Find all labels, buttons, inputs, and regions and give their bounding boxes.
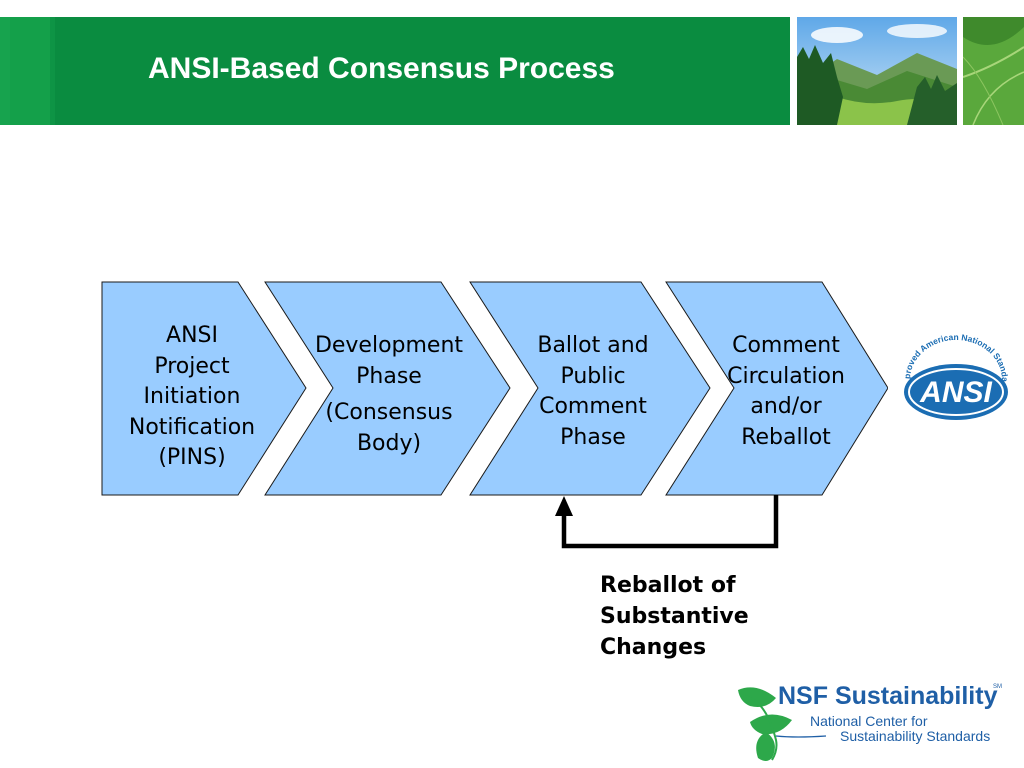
feedback-label: Reballot of Substantive Changes (600, 573, 749, 660)
step-2-label: Development Phase (Consensus Body) (295, 331, 483, 459)
step-3-shape (469, 281, 711, 496)
step-2-sublabel: (Consensus Body) (325, 400, 453, 456)
step-1-shape (101, 281, 307, 496)
nsf-subtitle-line-2: Sustainability Standards (840, 728, 991, 744)
ansi-logo: Approved American National Standard ANSI (888, 330, 1024, 422)
nsf-service-mark: SM (993, 684, 1002, 690)
header-accent-stripe (0, 17, 10, 125)
header-accent-stripe (10, 17, 50, 125)
header-accent-stripe (50, 17, 55, 125)
nsf-subtitle-line-1: National Center for (810, 713, 928, 729)
step-4-label: Comment Circulation and/or Reballot (727, 333, 845, 450)
slide-title: ANSI-Based Consensus Process (148, 52, 615, 85)
step-1-label: ANSI Project Initiation Notification (PI… (128, 323, 256, 470)
green-leaf-photo (963, 17, 1024, 125)
header-band (0, 17, 790, 125)
ansi-mark-text: ANSI (919, 376, 992, 409)
step-2-shape (264, 281, 511, 496)
nsf-name: NSF Sustainability (778, 682, 998, 710)
step-3-label: Ballot and Public Comment Phase (537, 333, 649, 450)
feedback-arrow-icon (555, 495, 779, 549)
step-4-shape (665, 281, 889, 496)
mountain-landscape-photo (797, 17, 957, 125)
nsf-leaf-icon (738, 687, 826, 761)
